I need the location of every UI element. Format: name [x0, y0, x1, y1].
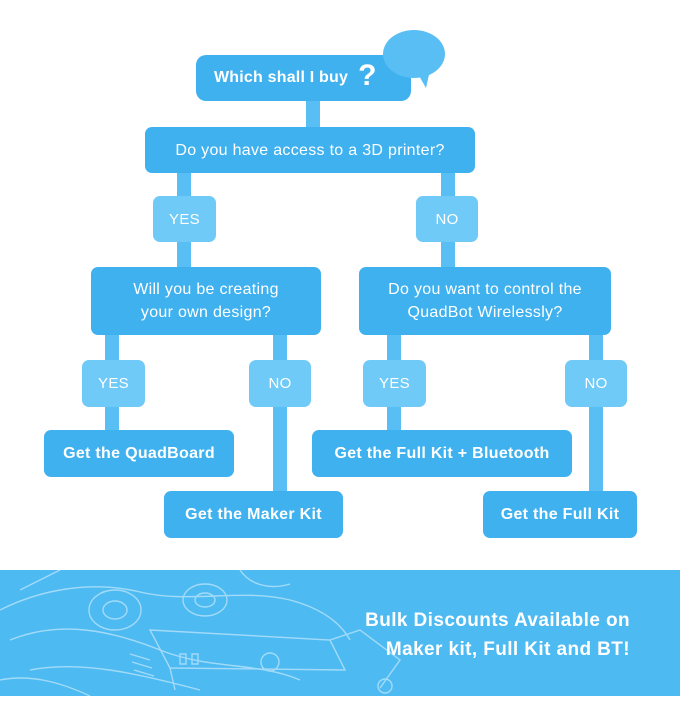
- connector: [589, 334, 603, 492]
- answer-yes: YES: [82, 360, 145, 407]
- banner-line2: Maker kit, Full Kit and BT!: [385, 639, 630, 660]
- result-quadboard: Get the QuadBoard: [44, 430, 234, 477]
- banner-line1: Bulk Discounts Available on: [365, 610, 630, 631]
- question-wireless: Do you want to control the QuadBot Wirel…: [359, 267, 611, 335]
- answer-no: NO: [416, 196, 478, 242]
- discount-banner: Bulk Discounts Available on Maker kit, F…: [0, 570, 680, 696]
- question-3d-printer: Do you have access to a 3D printer?: [145, 127, 475, 173]
- banner-text: Bulk Discounts Available on Maker kit, F…: [365, 606, 630, 664]
- question-own-design: Will you be creating your own design?: [91, 267, 321, 335]
- question-mark: ?: [358, 59, 377, 92]
- answer-yes: YES: [363, 360, 426, 407]
- result-full-kit: Get the Full Kit: [483, 491, 637, 538]
- question-text: Do you have access to a 3D printer?: [175, 141, 445, 159]
- question-text-line1: Will you be creating: [133, 281, 279, 298]
- result-maker-kit: Get the Maker Kit: [164, 491, 343, 538]
- answer-no: NO: [249, 360, 311, 407]
- speech-bubble-icon: [383, 30, 445, 88]
- question-text-line2: QuadBot Wirelessly?: [407, 304, 563, 321]
- answer-no: NO: [565, 360, 627, 407]
- robot-sketch-image: [0, 570, 401, 696]
- question-text-line2: your own design?: [140, 304, 272, 321]
- answer-yes: YES: [153, 196, 216, 242]
- start-node: Which shall I buy ?: [196, 55, 411, 101]
- start-label: Which shall I buy: [214, 69, 349, 86]
- connector: [273, 334, 287, 492]
- connector: [306, 100, 320, 128]
- flowchart: Which shall I buy ? Do you have access t…: [44, 30, 637, 538]
- question-text-line1: Do you want to control the: [388, 281, 582, 298]
- result-full-kit-bluetooth: Get the Full Kit + Bluetooth: [312, 430, 572, 477]
